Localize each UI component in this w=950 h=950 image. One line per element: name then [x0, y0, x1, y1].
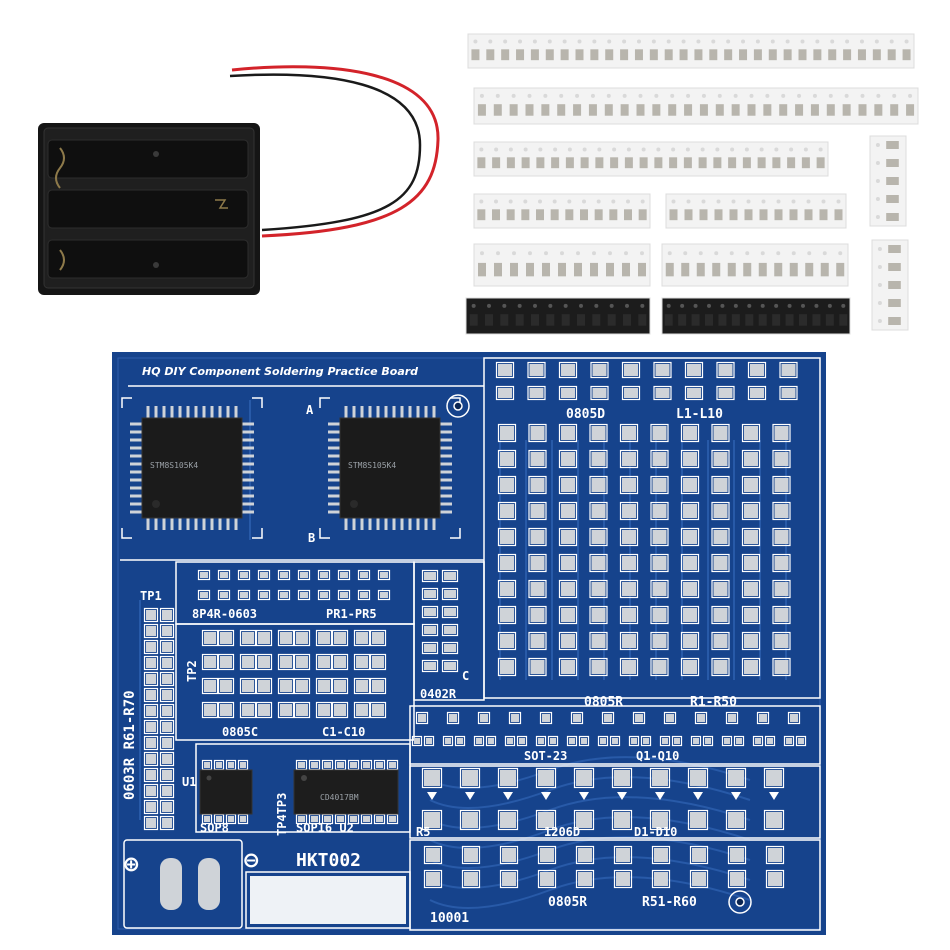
- label-0805c: 0805C: [222, 725, 258, 739]
- component-tape: [665, 193, 847, 229]
- label-c: C: [462, 669, 469, 683]
- qfp-chip: STM8S105K4: [319, 397, 461, 539]
- marker-b: B: [308, 531, 315, 545]
- label-u1: U1: [182, 775, 196, 789]
- pcb-board: HQ DIY Component Soldering Practice Boar…: [112, 352, 826, 935]
- label-r1-r50: R1-R50: [690, 695, 737, 710]
- component-tape: [473, 243, 651, 287]
- label-q1-q10: Q1-Q10: [636, 749, 679, 763]
- label-sop16: SOP16 U2: [296, 821, 354, 835]
- component-tape: [473, 193, 651, 229]
- qfp-chip: STM8S105K4: [121, 397, 263, 539]
- label-0603r: 0603R R61-R70: [122, 690, 138, 800]
- label-serial: 10001: [430, 911, 469, 926]
- label-l1-l10: L1-L10: [676, 407, 723, 422]
- label-0805r: 0805R: [584, 695, 623, 710]
- svg-text:STM8S105K4: STM8S105K4: [150, 461, 198, 470]
- minus-symbol: ⊖: [244, 846, 259, 874]
- solder-pads: [143, 361, 807, 889]
- plus-symbol: ⊕: [124, 850, 139, 878]
- label-model: HKT002: [296, 850, 361, 871]
- label-d1-d10: D1-D10: [634, 825, 677, 839]
- label-c1-c10: C1-C10: [322, 725, 365, 739]
- label-8p4r: 8P4R-0603: [192, 607, 257, 621]
- label-0805d: 0805D: [566, 407, 605, 422]
- marker-a: A: [306, 403, 314, 417]
- label-1206d: 1206D: [544, 825, 580, 839]
- qfp-chips: STM8S105K4 STM8S105K4: [121, 397, 461, 539]
- label-tp1: TP1: [140, 589, 162, 603]
- label-0402r: 0402R: [420, 687, 457, 701]
- sop16-chip: CD4017BM: [293, 769, 399, 815]
- board-title: HQ DIY Component Soldering Practice Boar…: [142, 365, 418, 378]
- label-tp4tp3: TP4TP3: [275, 793, 289, 836]
- component-tape: [871, 239, 909, 331]
- component-tape: [661, 243, 849, 287]
- label-sop8: SOP8: [200, 821, 229, 835]
- battery-solder-pads: [160, 858, 220, 910]
- black-wire: [229, 73, 422, 232]
- component-tape: [473, 141, 829, 177]
- component-tape: [465, 297, 651, 335]
- label-pr1-pr5: PR1-PR5: [326, 607, 377, 621]
- component-tape: [467, 33, 915, 69]
- red-wire: [231, 65, 440, 238]
- label-sot23: SOT-23: [524, 749, 567, 763]
- smd-component-tapes: [465, 33, 919, 335]
- label-tp2: TP2: [185, 660, 199, 682]
- component-tape: [473, 87, 919, 125]
- label-r5: R5: [416, 825, 430, 839]
- sop16-chip-text: CD4017BM: [320, 793, 359, 802]
- component-tape: [869, 135, 907, 227]
- label-0805r-bottom: 0805R: [548, 895, 587, 910]
- label-r51-r60: R51-R60: [642, 895, 697, 910]
- sop8-chip: [199, 769, 253, 815]
- svg-text:STM8S105K4: STM8S105K4: [348, 461, 396, 470]
- mounting-holes: [446, 394, 752, 914]
- component-tape: [661, 297, 851, 335]
- battery-holder: [38, 65, 440, 295]
